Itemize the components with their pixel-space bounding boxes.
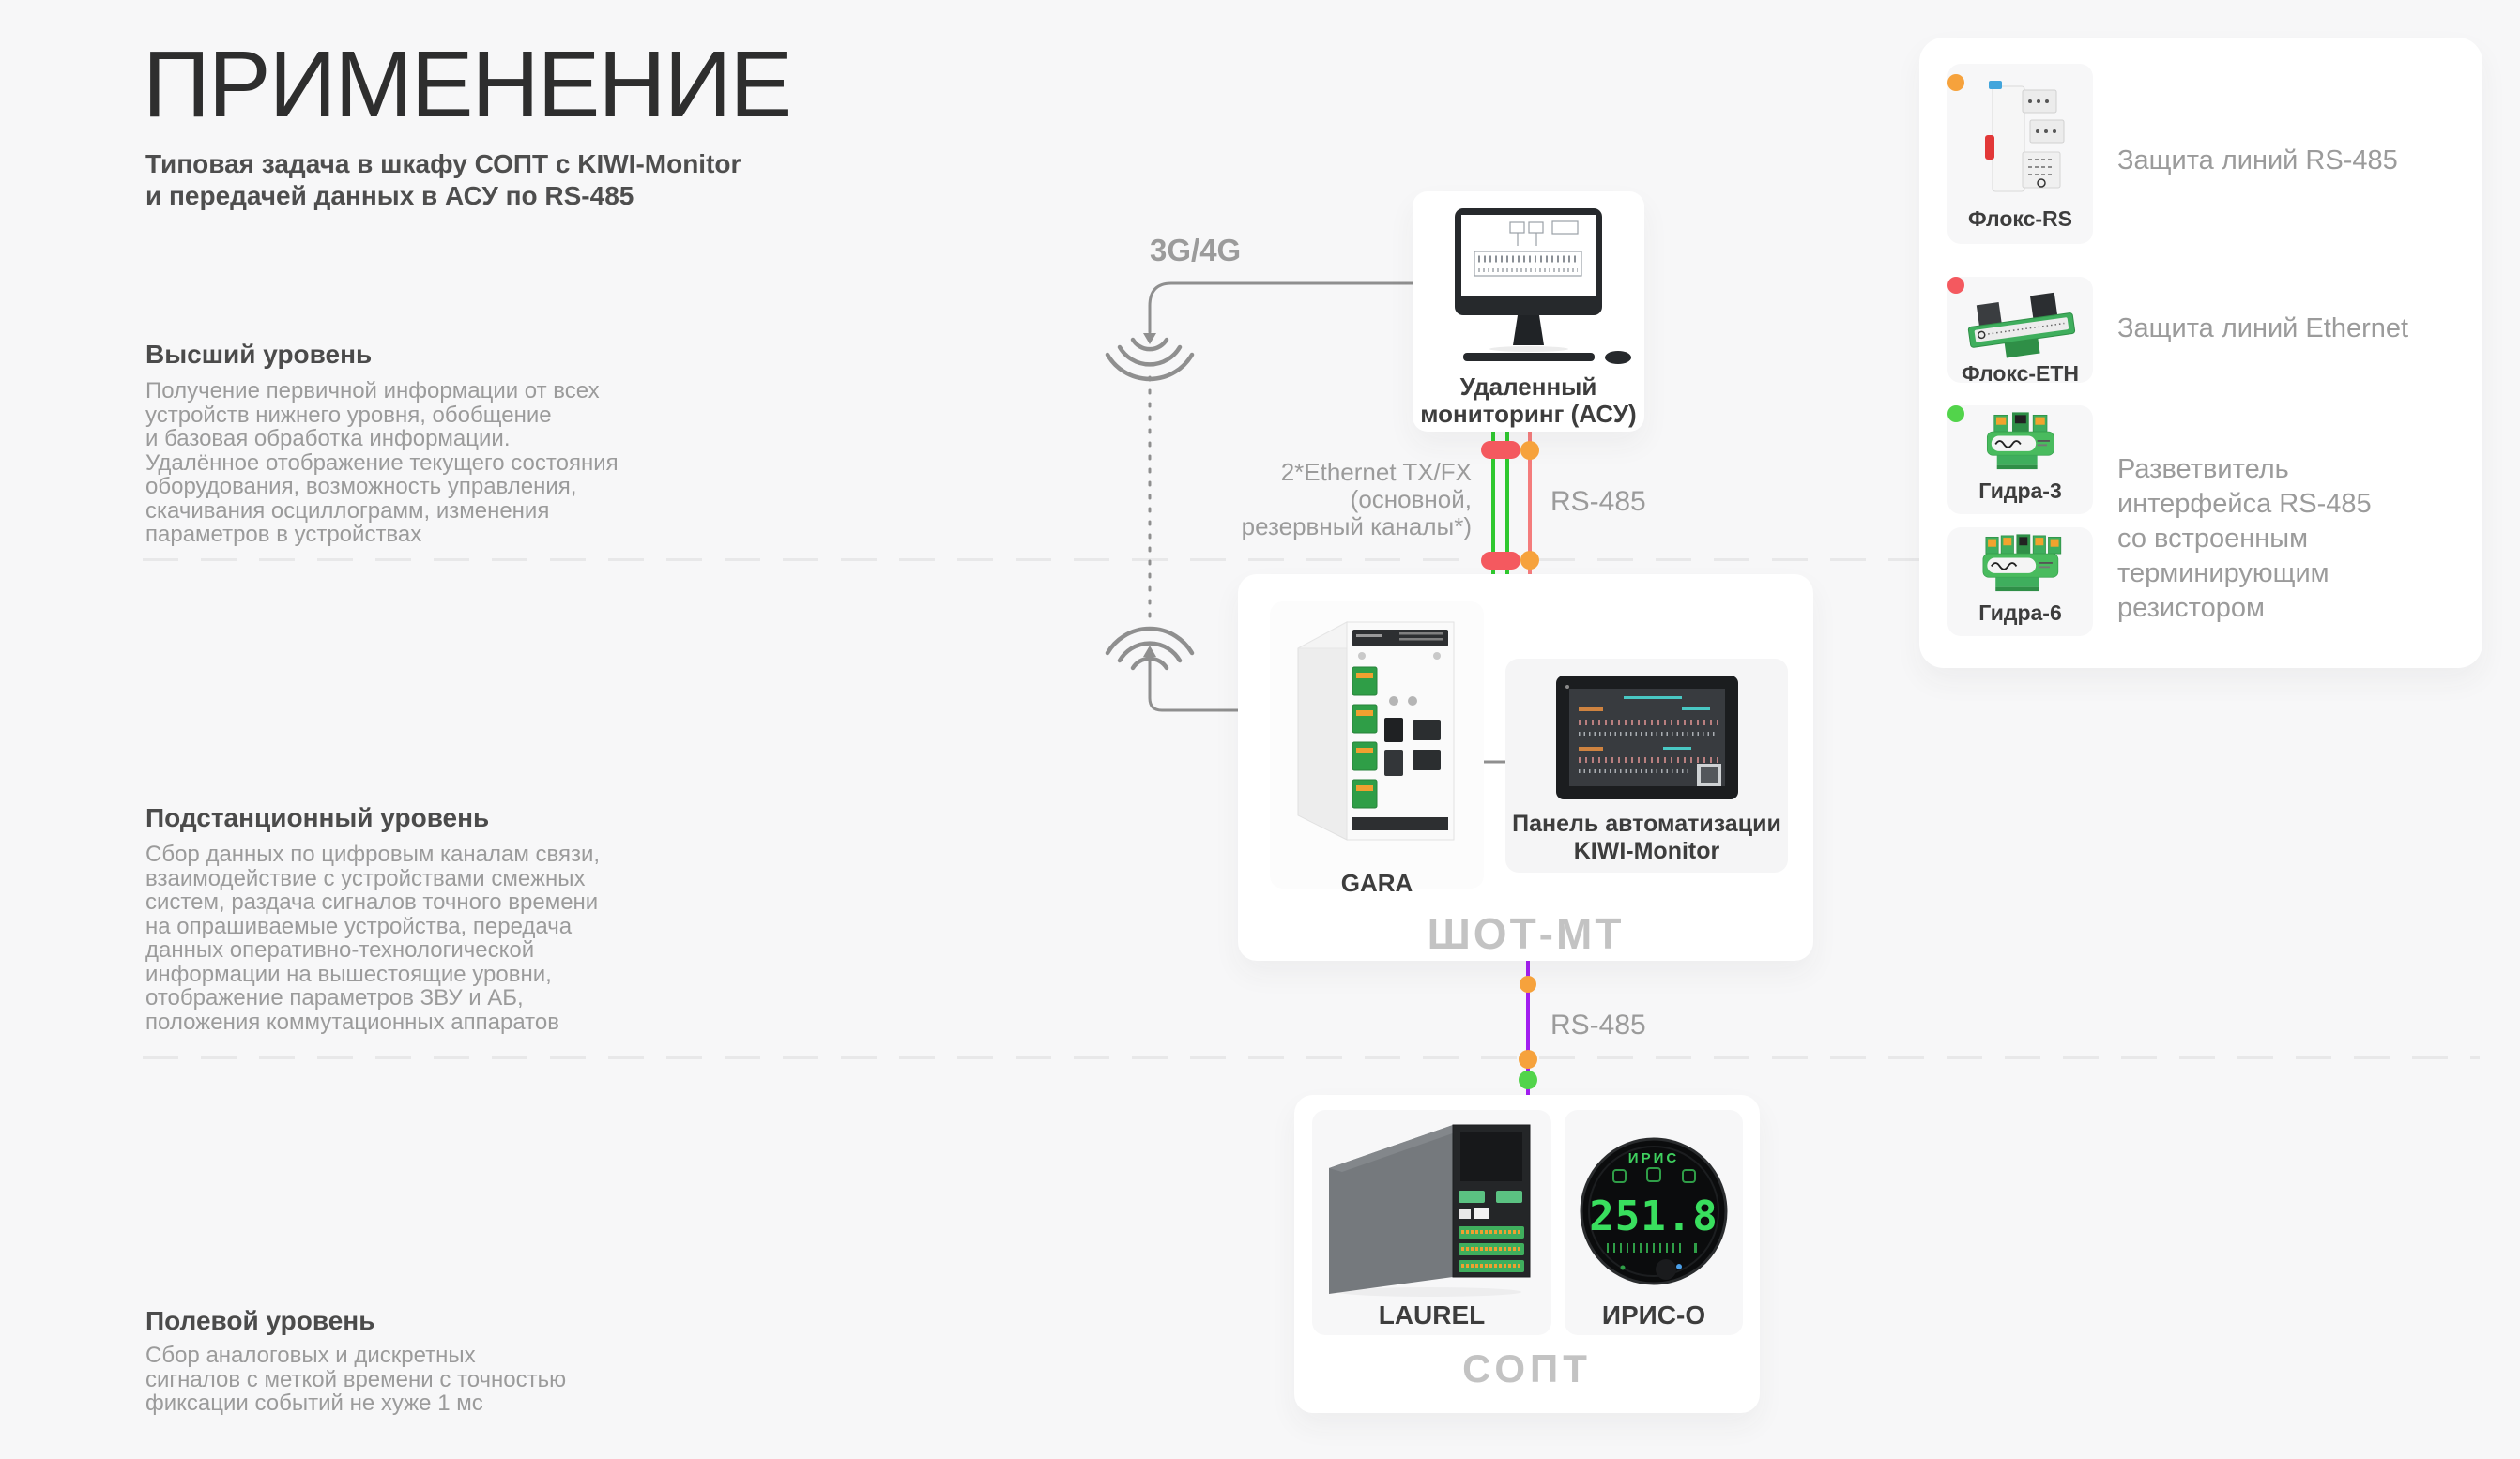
- iris-tile: ИРИС 251.8 ИРИС-О: [1565, 1110, 1743, 1335]
- level-heading-field: Полевой уровень: [145, 1306, 375, 1335]
- iris-display-value: 251.8: [1589, 1193, 1718, 1240]
- sopt-title: СОПТ: [1462, 1346, 1592, 1391]
- shot-mt-title: ШОТ-МТ: [1427, 909, 1625, 958]
- remote-monitoring-card: Удаленный мониторинг (АСУ): [1413, 191, 1644, 432]
- rs485-junction-lower-top: [1520, 976, 1536, 993]
- floks-eth-description: Защита линий Ethernet: [2117, 313, 2409, 343]
- rs485-junction-sopt: [1519, 1071, 1537, 1089]
- iris-brand-text: ИРИС: [1628, 1150, 1679, 1166]
- desktop-computer-icon: [1455, 208, 1631, 364]
- divider-top-level: [143, 558, 2480, 561]
- gidra-6-device-image: [1982, 534, 2062, 592]
- laurel-label: LAUREL: [1378, 1300, 1486, 1330]
- shot-mt-card: GARA Панель автоматизации KIWI-Monitor: [1238, 574, 1813, 961]
- wireless-3g4g-label: 3G/4G: [1150, 233, 1242, 267]
- floks-eth-label: Флокс-ETH: [1961, 361, 2080, 386]
- gidra-6-label: Гидра-6: [1978, 600, 2062, 625]
- kiwi-panel-label: Панель автоматизации KIWI-Monitor: [1512, 811, 1781, 864]
- floks-rs-device-image: [1985, 81, 2065, 192]
- floks-eth-tile: Флокс-ETH: [1947, 277, 2093, 386]
- gidra-6-tile: Гидра-6: [1947, 527, 2093, 636]
- iris-device-image: ИРИС 251.8: [1580, 1137, 1728, 1285]
- iris-label: ИРИС-О: [1601, 1300, 1706, 1330]
- rs485-junction-divider: [1519, 1050, 1537, 1069]
- floks-rs-description: Защита линий RS-485: [2117, 145, 2398, 175]
- level-heading-top: Высший уровень: [145, 340, 373, 369]
- gara-tile: GARA: [1270, 601, 1484, 897]
- ethernet-link-label: 2*Ethernet TX/FX (основной, резервный ка…: [1241, 458, 1472, 540]
- arrow-up-icon: [1143, 646, 1156, 657]
- rs485-top-label: RS-485: [1550, 486, 1646, 517]
- level-heading-substation: Подстанционный уровень: [145, 803, 490, 832]
- gidra-description: Разветвитель интерфейса RS-485 со встрое…: [2117, 454, 2372, 623]
- rs485-bottom-label: RS-485: [1550, 1010, 1646, 1041]
- legend-card: Флокс-RS Защита линий RS-485 Флокс-ETH З…: [1919, 38, 2482, 668]
- ethernet-junction-top: [1481, 441, 1520, 459]
- floks-eth-device-image: [1967, 292, 2076, 358]
- gara-device-image: [1297, 621, 1455, 841]
- gidra-3-label: Гидра-3: [1978, 479, 2062, 503]
- wireless-signal-up-icon: [1105, 626, 1195, 671]
- gidra-3-tile: Гидра-3: [1947, 405, 2093, 514]
- laurel-device-image: [1329, 1124, 1531, 1297]
- route-3g-line: [1148, 281, 1414, 334]
- level-body-substation: Сбор данных по цифровым каналам связи, в…: [145, 842, 601, 1035]
- level-body-top: Получение первичной информации от всех у…: [145, 378, 619, 547]
- floks-rs-tile: Флокс-RS: [1947, 64, 2093, 244]
- arrow-down-icon: [1143, 333, 1156, 344]
- gara-label: GARA: [1340, 869, 1413, 897]
- rs485-junction-top: [1520, 441, 1539, 460]
- divider-substation-level: [143, 1056, 2480, 1059]
- page-subtitle: Типовая задача в шкафу СОПТ с KIWI-Monit…: [145, 149, 741, 210]
- kiwi-panel-tile: Панель автоматизации KIWI-Monitor: [1505, 659, 1788, 873]
- page-title: ПРИМЕНЕНИЕ: [143, 32, 792, 137]
- laurel-tile: LAUREL: [1312, 1110, 1551, 1335]
- wireless-signal-down-icon: [1105, 337, 1195, 382]
- route-to-shot-line: [1148, 655, 1240, 712]
- gidra-3-device-image: [1986, 412, 2054, 470]
- floks-rs-label: Флокс-RS: [1967, 206, 2073, 231]
- remote-monitoring-label: Удаленный мониторинг (АСУ): [1420, 372, 1637, 428]
- level-body-field: Сбор аналоговых и дискретных сигналов с …: [145, 1343, 567, 1416]
- sopt-card: LAUREL ИРИС 251.8 ИРИС-О: [1294, 1095, 1760, 1413]
- kiwi-monitor-panel-image: [1556, 676, 1738, 799]
